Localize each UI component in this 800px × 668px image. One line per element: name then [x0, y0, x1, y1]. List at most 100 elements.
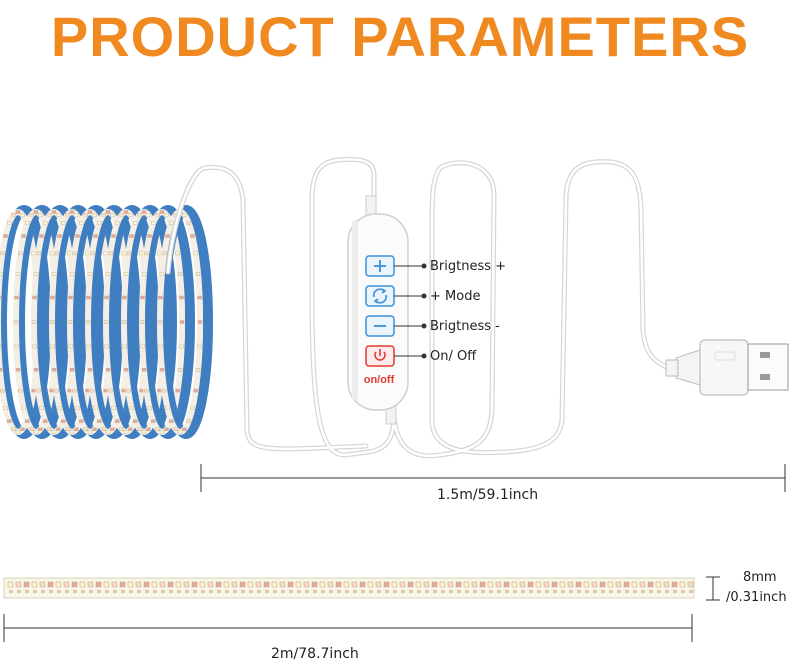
led-chip [47, 213, 52, 217]
led-chip [61, 221, 66, 225]
resistor [209, 590, 213, 593]
resistor [497, 590, 501, 593]
led-chip [56, 213, 61, 217]
led-chip [103, 320, 109, 324]
led-chip [15, 272, 21, 276]
resistor [409, 590, 413, 593]
led-chip [327, 581, 334, 588]
resistor [161, 590, 165, 593]
mode-button[interactable] [365, 285, 395, 307]
resistor [41, 590, 45, 593]
led-chip [197, 344, 202, 349]
led-chip [159, 430, 165, 434]
led-chip [183, 581, 190, 588]
led-chip [535, 581, 542, 588]
led-chip [503, 581, 510, 588]
led-chip [655, 581, 662, 588]
resistor [545, 590, 549, 593]
brightness-up-button[interactable] [365, 255, 395, 277]
led-chip [207, 581, 214, 588]
led-chip [319, 581, 326, 588]
led-chip [359, 581, 366, 588]
led-chip [21, 406, 26, 410]
resistor [177, 590, 181, 593]
led-chip [239, 581, 246, 588]
led-chip [39, 234, 44, 238]
power-icon [374, 349, 386, 361]
resistor [457, 590, 461, 593]
resistor [537, 590, 541, 593]
led-chip [29, 427, 34, 431]
led-chip [146, 213, 151, 217]
resistor [129, 590, 133, 593]
led-chip [599, 581, 606, 588]
resistor [17, 590, 21, 593]
led-chip [86, 295, 91, 300]
led-chip [343, 581, 350, 588]
resistor [433, 590, 437, 593]
led-chip [375, 581, 382, 588]
resistor [257, 590, 261, 593]
led-chip [177, 430, 183, 434]
led-chip [157, 388, 162, 393]
led-chip [157, 251, 162, 256]
led-chip [147, 406, 152, 410]
led-chip [56, 427, 61, 431]
led-chip [335, 581, 342, 588]
led-chip [55, 581, 62, 588]
led-chip [146, 427, 151, 431]
led-chip [623, 581, 630, 588]
led-chip [140, 344, 145, 349]
led-chip [38, 427, 43, 431]
led-chip [111, 406, 116, 410]
strip-width-label-line1: 8mm [743, 570, 777, 585]
led-chip [87, 430, 93, 434]
led-chip [487, 581, 494, 588]
led-chip [33, 368, 39, 372]
led-chip [11, 427, 16, 431]
led-chip [303, 581, 310, 588]
led-chip [144, 388, 149, 393]
resistor [185, 590, 189, 593]
led-chip [67, 388, 72, 393]
led-chip [51, 430, 57, 434]
led-chip [169, 419, 174, 423]
led-chip [87, 581, 94, 588]
resistor [561, 590, 565, 593]
led-chip [69, 368, 75, 372]
led-chip [79, 221, 84, 225]
resistor [617, 590, 621, 593]
led-chip [179, 344, 184, 349]
led-chip [123, 210, 129, 214]
led-chip [179, 295, 184, 300]
led-chip [18, 251, 23, 256]
led-chip [65, 427, 70, 431]
brightness-down-button[interactable] [365, 315, 395, 337]
led-chip [93, 234, 98, 238]
led-chip [63, 581, 70, 588]
resistor [361, 590, 365, 593]
led-chip [391, 581, 398, 588]
resistor [609, 590, 613, 593]
resistor [281, 590, 285, 593]
led-chip [140, 295, 145, 300]
resistor [217, 590, 221, 593]
led-chip [139, 251, 144, 256]
strip-width-dimension [706, 576, 720, 601]
led-chip [33, 430, 39, 434]
led-chip [75, 406, 80, 410]
led-chip [3, 234, 8, 238]
led-chip [57, 406, 62, 410]
led-chip [439, 581, 446, 588]
power-button[interactable] [365, 345, 395, 367]
led-chip [18, 388, 23, 393]
resistor [329, 590, 333, 593]
led-chip [447, 581, 454, 588]
led-chip [215, 581, 222, 588]
led-chip [137, 213, 142, 217]
led-chip [162, 251, 167, 256]
led-chip [108, 251, 113, 256]
led-chip [36, 388, 41, 393]
led-chip [32, 344, 37, 349]
